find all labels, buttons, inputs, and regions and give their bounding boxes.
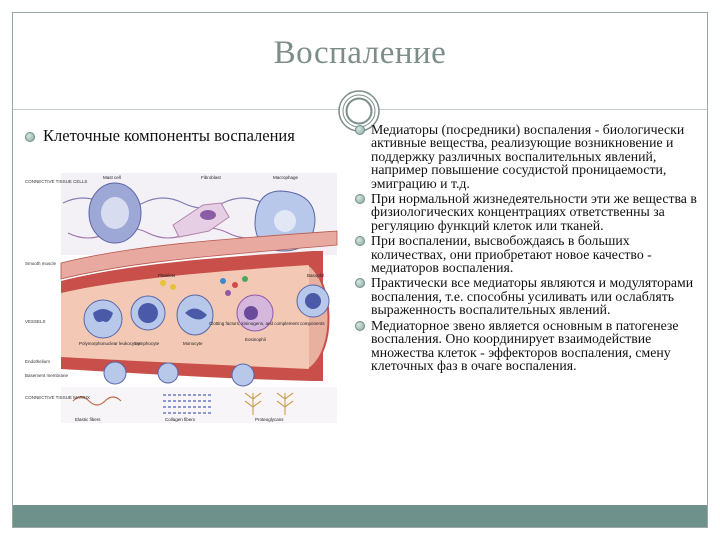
cell-label: Mast cell <box>103 175 121 180</box>
cell-label: Eosinophil <box>245 337 266 342</box>
cell-label: Elastic fibers <box>75 417 101 422</box>
list-item-text: При нормальной жизнедеятельности эти же … <box>371 191 697 233</box>
elastic-fibers <box>72 396 122 406</box>
side-label: Basement membrane <box>25 373 69 378</box>
side-label: CONNECTIVE TISSUE CELLS <box>25 179 87 184</box>
bullet-icon <box>355 278 365 289</box>
bullet-icon <box>355 236 365 247</box>
cell-label: Lymphocyte <box>135 341 160 346</box>
list-item: Медиаторное звено является основным в па… <box>355 317 708 373</box>
inflammation-cells-illustration: CONNECTIVE TISSUE CELLS Smooth muscle VE… <box>23 173 341 423</box>
list-item-text: Медиаторы (посредники) воспаления - биол… <box>371 122 685 191</box>
cell-label: Proteoglycans <box>255 417 284 422</box>
slide: Воспаление Клеточные компоненты воспален… <box>12 12 708 528</box>
bullet-icon <box>355 194 365 205</box>
fibroblast <box>172 202 230 238</box>
side-label: Endothelium <box>25 359 50 364</box>
cell-label: Clotting factors, kininogens, and comple… <box>209 321 325 326</box>
cell-label: Monocyte <box>183 341 203 346</box>
cell-label: Collagen fibers <box>165 417 196 422</box>
list-item: При нормальной жизнедеятельности эти же … <box>355 191 708 233</box>
bullet-icon <box>355 125 365 135</box>
list-item-text: Практически все медиаторы являются и мод… <box>371 275 694 318</box>
list-item-text: При воспалении, высвобождаясь в больших … <box>371 233 652 276</box>
cell-label: Polymorphonuclear leukocytes <box>79 341 141 346</box>
left-heading: Клеточные компоненты воспаления <box>25 126 303 145</box>
left-heading-text: Клеточные компоненты воспаления <box>43 126 295 145</box>
proteoglycans <box>244 392 294 415</box>
slide-title: Воспаление <box>273 35 447 71</box>
bullet-icon <box>25 132 35 142</box>
side-label: CONNECTIVE TISSUE MATRIX <box>25 395 90 400</box>
list-item: Медиаторы (посредники) воспаления - биол… <box>355 122 708 191</box>
cell-label: Platelets <box>158 273 176 278</box>
bullet-icon <box>355 320 365 331</box>
list-item: Практически все медиаторы являются и мод… <box>355 275 708 318</box>
circle-ornament-icon <box>338 90 380 132</box>
collagen-fibers <box>163 394 213 414</box>
side-label: Smooth muscle <box>25 261 57 266</box>
list-item: При воспалении, высвобождаясь в больших … <box>355 233 708 276</box>
cell-label: Macrophage <box>273 175 299 180</box>
footer-bar <box>13 505 707 527</box>
mediators-list: Медиаторы (посредники) воспаления - биол… <box>355 122 708 374</box>
cell-label: Basophil <box>307 273 324 278</box>
cell-label: Fibroblast <box>201 175 222 180</box>
blood-cells <box>83 276 330 339</box>
side-label: VESSELS <box>25 319 46 324</box>
list-item-text: Медиаторное звено является основным в па… <box>371 317 679 373</box>
